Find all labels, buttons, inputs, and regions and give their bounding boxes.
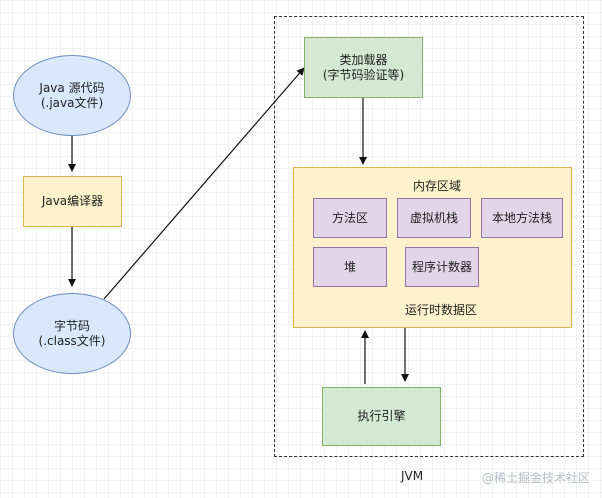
jvm-boundary <box>274 16 584 457</box>
class-loader-node: 类加载器 (字节码验证等) <box>304 37 423 98</box>
execution-engine-node: 执行引擎 <box>322 387 441 446</box>
native-method-stack-node: 本地方法栈 <box>481 198 563 238</box>
method-area-node: 方法区 <box>313 198 387 238</box>
java-source-node: Java 源代码 (.java文件) <box>13 55 131 136</box>
vm-stack-node: 虚拟机栈 <box>397 198 471 238</box>
pc-register-node: 程序计数器 <box>405 247 479 287</box>
heap-node: 堆 <box>313 247 387 287</box>
runtime-area-footer: 运行时数据区 <box>405 303 478 317</box>
watermark-text: @稀土掘金技术社区 <box>482 471 591 485</box>
edge-bytecode-to-classloader <box>103 67 305 300</box>
java-compiler-node: Java编译器 <box>23 176 122 227</box>
bytecode-node: 字节码 (.class文件) <box>13 293 131 374</box>
runtime-area-title: 内存区域 <box>413 179 462 193</box>
jvm-label: JVM <box>401 469 424 483</box>
